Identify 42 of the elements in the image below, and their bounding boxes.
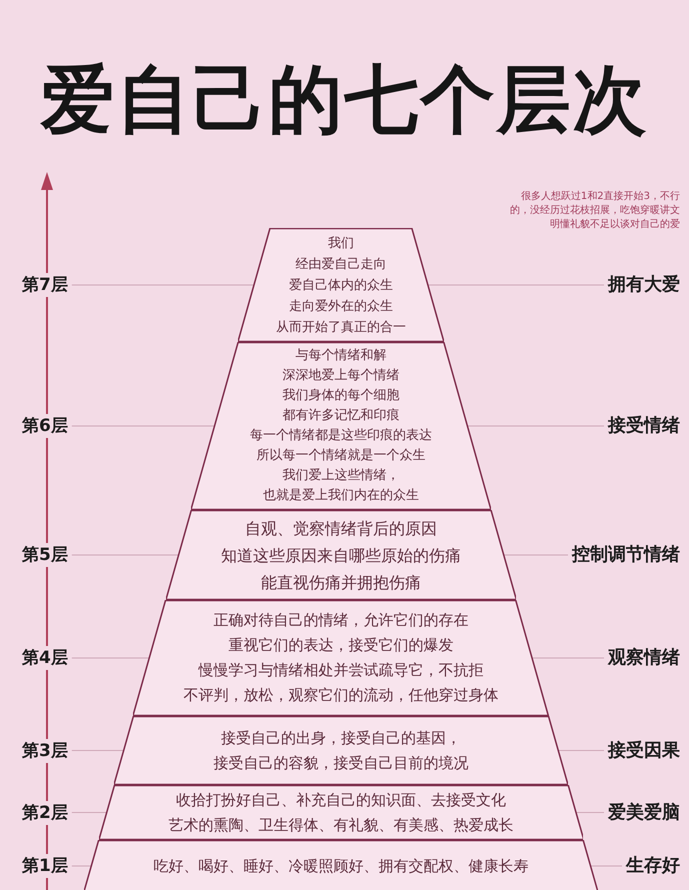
tier-text: 吃好、喝好、睡好、冷暖照顾好、拥有交配权、健康长寿	[153, 856, 528, 876]
tier-text: 艺术的熏陶、卫生得体、有礼貌、有美感、热爱成长	[168, 814, 514, 836]
leader-line	[71, 750, 124, 751]
level-label: 第1层	[22, 854, 68, 878]
level-label: 第4层	[22, 646, 68, 670]
leader-line	[71, 284, 255, 286]
level-label: 第5层	[22, 543, 68, 567]
tier-text: 我们身体的每个细胞	[282, 387, 400, 405]
level-label: 第3层	[22, 738, 68, 762]
tier-text: 不评判，放松，观察它们的流动，任他穿过身体	[183, 685, 498, 706]
level-label: 第6层	[22, 414, 68, 438]
level-label: 第7层	[22, 273, 68, 297]
tier-text: 接受自己的出身，接受自己的基因，	[220, 728, 461, 748]
tier-text: 从而开始了真正的合一	[276, 318, 406, 336]
tier-text: 都有许多记忆和印痕	[282, 407, 400, 425]
leader-line	[503, 554, 568, 556]
leader-line	[558, 750, 604, 751]
tier-text: 能直视伤痛并拥抱伤痛	[260, 572, 421, 594]
tier-text: 每一个情绪都是这些印痕的表达	[250, 427, 432, 445]
leader-line	[427, 284, 604, 286]
tier-text: 深深地爱上每个情绪	[282, 367, 400, 385]
tier-text: 也就是爱上我们内在的众生	[262, 487, 419, 505]
tier-text: 爱自己体内的众生	[288, 276, 393, 294]
tier-text: 自观、觉察情绪背后的原因	[244, 518, 437, 540]
tier-text: 接受自己的容貌，接受自己目前的境况	[213, 752, 468, 774]
level-label: 第2层	[22, 800, 68, 824]
title: 爱自己的七个层次	[39, 58, 650, 142]
tier-text: 我们爱上这些情绪，	[282, 467, 400, 485]
tier-text: 所以每一个情绪就是一个众生	[256, 447, 426, 465]
tier-text: 正确对待自己的情绪，允许它们的存在	[213, 610, 468, 631]
tier-text: 经由爱自己走向	[295, 256, 386, 274]
note: 很多人想跃过1和2直接开始3，不行的，没经历过花枝招展，吃饱穿暖讲文明懂礼貌不足以谈对自己的爱	[509, 190, 680, 232]
tier-text: 收拾打扮好自己、补充自己的知识面、去接受文化	[176, 790, 506, 810]
tier-text: 走向爱外在的众生	[288, 298, 393, 316]
tier-text: 慢慢学习与情绪相处并尝试疏导它，不抗拒	[198, 660, 484, 681]
leader-line	[71, 812, 107, 813]
tier-text: 与每个情绪和解	[295, 347, 386, 365]
leader-line	[71, 554, 179, 556]
leader-line	[575, 812, 604, 813]
tier-text: 我们	[328, 234, 354, 252]
tier-text: 重视它们的表达，接受它们的爆发	[228, 635, 454, 656]
tier-text: 知道这些原因来自哪些原始的伤痛	[220, 544, 461, 566]
